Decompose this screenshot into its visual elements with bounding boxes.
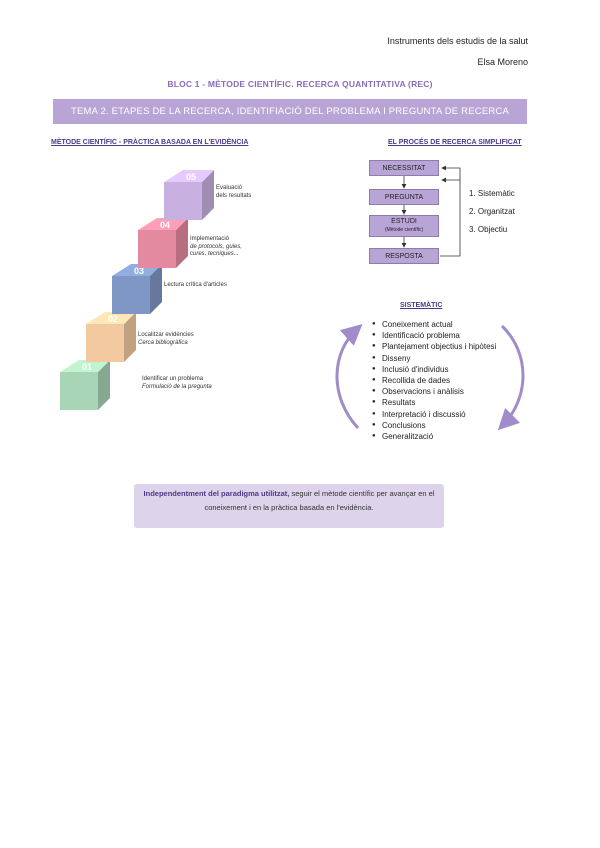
step-04-line2: de protocols, guies, cures, tecniques... (190, 243, 243, 258)
step-number: 02 (108, 314, 118, 324)
header-author: Elsa Moreno (477, 57, 528, 67)
tema-banner: TEMA 2. ETAPES DE LA RECERCA, IDENTIFIAC… (53, 99, 527, 124)
sistematic-item: Interpretació i discussió (372, 409, 496, 420)
note-text: seguir el mètode científic per avançar e… (204, 489, 435, 512)
step-04-line1: Implementació (190, 236, 230, 242)
sistematic-list: Coneixement actualIdentificació problema… (372, 319, 496, 442)
step-02-line2: Cerca bibliogràfica (138, 339, 188, 346)
step-03-line1: Lectura crítica d'articles (164, 282, 227, 288)
note-bold-text: Independentment del paradigma utilitzat, (143, 489, 290, 498)
step-number: 01 (82, 362, 92, 372)
flow-connectors (401, 165, 461, 257)
left-section-title: MÈTODE CIENTÍFIC - PRÀCTICA BASADA EN L'… (51, 139, 249, 146)
property-sistematic: 1. Sistemàtic (469, 189, 515, 198)
cube-top (86, 312, 136, 324)
cube-side (124, 312, 136, 362)
bloc-heading: BLOC 1 - MÈTODE CIENTÍFIC. RECERCA QUANT… (167, 79, 433, 89)
cube-top (138, 218, 188, 230)
cube-side (150, 264, 162, 314)
conclusion-note: Independentment del paradigma utilitzat,… (134, 484, 444, 528)
cube-side (98, 360, 110, 410)
cube-front (60, 372, 98, 410)
sistematic-item: Observacions i anàlisis (372, 386, 496, 397)
flow-box-necessitat: NECESSITAT (369, 160, 439, 176)
sistematic-item: Identificació problema (372, 330, 496, 341)
step-number: 05 (186, 172, 196, 182)
step-05-label: Evaluació dels resultats (216, 185, 251, 200)
cube-front (138, 230, 176, 268)
cube-front (112, 276, 150, 314)
header-course-title: Instruments dels estudis de la salut (387, 36, 528, 46)
step-number: 04 (160, 220, 170, 230)
sistematic-item: Conclusions (372, 420, 496, 431)
cube-front (164, 182, 202, 220)
sistematic-item: Plantejament objectius i hipòtesi (372, 341, 496, 352)
sistematic-item: Recollida de dades (372, 375, 496, 386)
step-02-label: Localitzar evidències Cerca bibliogràfic… (138, 332, 194, 347)
step-01-label: Identificar un problema Formulació de la… (142, 376, 212, 391)
sistematic-title: SISTEMÀTIC (400, 302, 443, 309)
sistematic-item: Coneixement actual (372, 319, 496, 330)
flow-box-resposta: RESPOSTA (369, 248, 439, 264)
flow-box-estudi: ESTUDI (Mètode científic) (369, 215, 439, 237)
step-02-line1: Localitzar evidències (138, 332, 194, 338)
sistematic-item: Resultats (372, 397, 496, 408)
step-03-label: Lectura crítica d'articles (164, 282, 227, 290)
cube-side (176, 218, 188, 268)
step-01-line2: Formulació de la pregunta (142, 383, 212, 390)
sistematic-item: Inclusió d'individus (372, 364, 496, 375)
step-05-line1: Evaluació (216, 185, 243, 191)
property-objectiu: 3. Objectiu (469, 225, 508, 234)
flow-box-estudi-sublabel: (Mètode científic) (384, 227, 424, 233)
step-01-line1: Identificar un problema (142, 376, 204, 382)
cycle-arrows (335, 323, 525, 431)
cube-side (202, 170, 214, 220)
flow-box-estudi-label: ESTUDI (391, 218, 417, 225)
step-04-label: Implementació de protocols, guies, cures… (190, 236, 250, 259)
cube-top (164, 170, 214, 182)
steps-staircase-illustration: 01 02 03 04 05 (60, 170, 214, 410)
sistematic-item: Disseny (372, 353, 496, 364)
step-05-line2: dels resultats (216, 192, 252, 199)
cube-top (60, 360, 110, 372)
sistematic-item: Generalització (372, 431, 496, 442)
property-organitzat: 2. Organitzat (469, 207, 515, 216)
right-section-title: EL PROCÉS DE RECERCA SIMPLIFICAT (388, 139, 522, 146)
flow-box-pregunta: PREGUNTA (369, 189, 439, 205)
step-number: 03 (134, 266, 144, 276)
cube-front (86, 324, 124, 362)
